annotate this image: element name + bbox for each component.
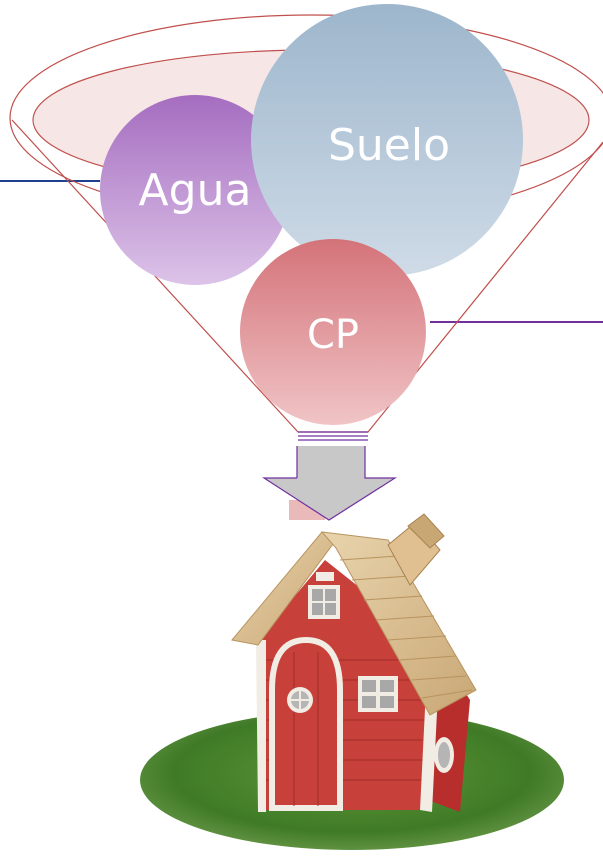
bubble-agua-label: Agua: [139, 165, 252, 216]
bubble-cp: CP: [240, 239, 426, 425]
playhouse-icon: [140, 513, 564, 850]
bubble-cp-label: CP: [307, 312, 359, 358]
house-roof-right: [320, 531, 477, 716]
down-arrow: [261, 446, 398, 521]
funnel-spout: [298, 431, 368, 441]
bubble-suelo: Suelo: [251, 4, 523, 276]
bubble-suelo-label: Suelo: [328, 120, 450, 171]
house-door: [269, 636, 343, 811]
bubble-agua: Agua: [100, 95, 290, 285]
